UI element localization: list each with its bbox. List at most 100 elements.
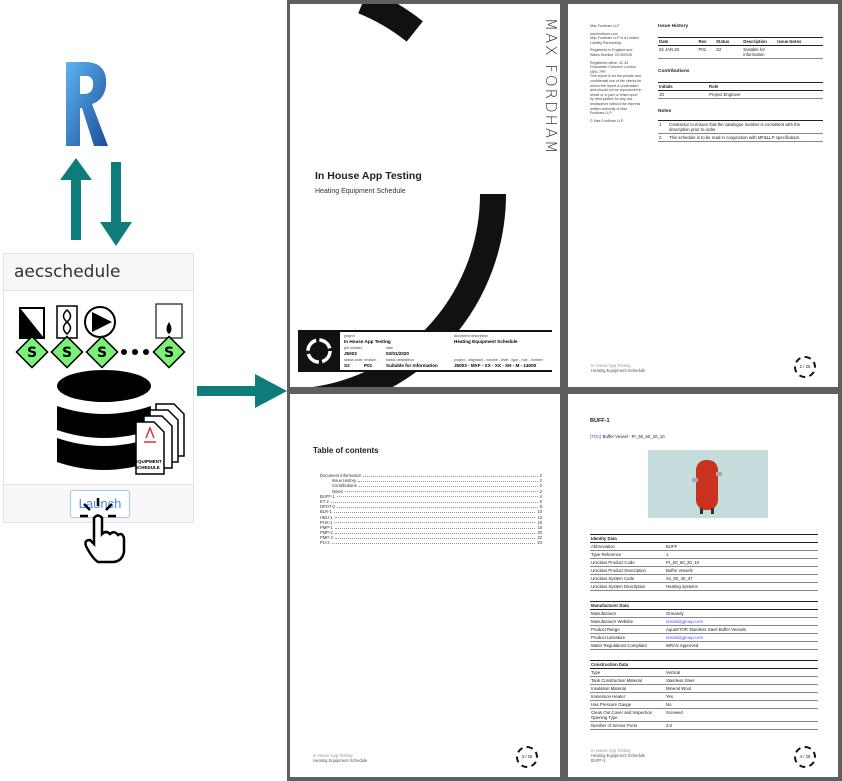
description-value: Heating Equipment Schedule xyxy=(454,338,518,344)
col-header: Description xyxy=(742,37,777,46)
property-value: Screwed xyxy=(665,708,818,722)
cell: 02 JAN 20 xyxy=(658,45,698,59)
property-value: WRAS Approved xyxy=(665,641,818,650)
property-name: Tank Construction Material xyxy=(590,676,665,685)
pdf-viewer[interactable]: MAX FORDHAM In House App Testing Heating… xyxy=(287,0,842,781)
company-info: Max Fordham LLP maxfordham.com Max Fordh… xyxy=(590,24,642,123)
toc-page: 8 xyxy=(539,504,542,510)
page-number: 4 / 25 xyxy=(794,746,816,768)
field-label: project - originator - volume - level - … xyxy=(454,358,543,362)
property-value: Vertical xyxy=(665,668,818,677)
property-name: Clean Out Cover and Inspection Opening T… xyxy=(590,708,665,722)
cell: S2 xyxy=(715,45,743,59)
field-label: project xyxy=(344,334,355,338)
company-name: Max Fordham LLP xyxy=(590,24,620,28)
toc-entry[interactable]: PHX-1 16 xyxy=(320,520,542,525)
property-link[interactable]: ormandygroup.com xyxy=(665,617,818,626)
cell: P01 xyxy=(697,45,716,59)
toc-page: 2 xyxy=(539,473,542,478)
toc-label: Document Information xyxy=(320,473,362,478)
revision-value: P01 xyxy=(364,362,373,368)
arrow-up-icon xyxy=(60,158,92,245)
toc-link[interactable]: [TOC] xyxy=(590,434,602,439)
col-header: Status xyxy=(715,37,743,46)
property-value: BUFF xyxy=(665,542,818,551)
toc-label: ET-2 xyxy=(320,498,329,504)
property-name: Product Range xyxy=(590,625,665,634)
arrow-down-icon xyxy=(100,162,132,251)
property-link[interactable]: ormandygroup.com xyxy=(665,633,818,642)
footer-line: Heating Equipment Schedule xyxy=(591,368,646,373)
logo-mark xyxy=(298,332,340,370)
property-name: Number of Sensor Ports xyxy=(590,721,665,730)
caption-text: Buffer Vessel - Pr_60_60_20_10 xyxy=(602,434,665,439)
pdf-documents-icon xyxy=(135,403,185,475)
toc-page: 16 xyxy=(537,519,542,525)
launch-button[interactable]: Launch xyxy=(70,490,130,518)
property-name: Product Literature xyxy=(590,633,665,642)
property-value: Stainless Steel xyxy=(665,676,818,685)
property-name: Abbreviation xyxy=(590,542,665,551)
cover-subtitle: Heating Equipment Schedule xyxy=(315,188,406,195)
project-value: In House App Testing xyxy=(344,338,391,344)
toc-label: PMP-2 xyxy=(320,530,333,536)
toc-entry[interactable]: Document Information 2 xyxy=(320,473,542,478)
toc-label: BUFF-1 xyxy=(320,493,335,499)
cell: Suitable for information xyxy=(742,45,777,59)
page-number: 2 / 25 xyxy=(794,356,816,378)
property-value: Heating systems xyxy=(665,582,818,591)
company-status: Max Fordham LLP is a Limited Liability P… xyxy=(590,36,639,45)
company-website: maxfordham.com xyxy=(590,31,618,36)
field-label: revision xyxy=(364,358,377,362)
property-name: Immersion Heater xyxy=(590,692,665,701)
brand-logo: MAX FORDHAM xyxy=(542,18,560,156)
toc-page: 6 xyxy=(539,498,542,504)
toc-entry[interactable]: ET-2 6 xyxy=(320,499,542,504)
card-title: aecschedule xyxy=(4,254,193,291)
toc-label: PHX-1 xyxy=(320,519,333,525)
notes-heading: Notes xyxy=(658,109,672,114)
toc-leader xyxy=(331,540,536,545)
toc-leader xyxy=(358,483,538,488)
property-value: AquaSTOR Stainless Steel Buffer Vessels xyxy=(665,625,818,634)
col-header: Role xyxy=(708,82,823,91)
product-image xyxy=(648,450,768,518)
section-heading: Manufacturer Data xyxy=(590,601,818,610)
status-description-value: Suitable for Information xyxy=(386,362,438,368)
registered-office: Registered office: 42-43 Gloucester Cres… xyxy=(590,60,636,74)
cover-title: In House App Testing xyxy=(315,170,422,182)
toc-title: Table of contents xyxy=(313,446,379,455)
property-name: Uniclass Product Description xyxy=(590,566,665,575)
toc-leader xyxy=(330,499,538,503)
job-number-value: J5003 xyxy=(344,350,357,356)
equipment-title: BUFF-1 xyxy=(590,418,610,424)
footer-line: In House App Testing xyxy=(313,753,353,758)
field-label: date xyxy=(386,346,393,350)
field-label: status description xyxy=(386,358,414,362)
toc-label: Issue History xyxy=(332,478,357,484)
property-value: Ormandy xyxy=(665,609,818,618)
toc-label: BLR-1 xyxy=(320,509,332,515)
